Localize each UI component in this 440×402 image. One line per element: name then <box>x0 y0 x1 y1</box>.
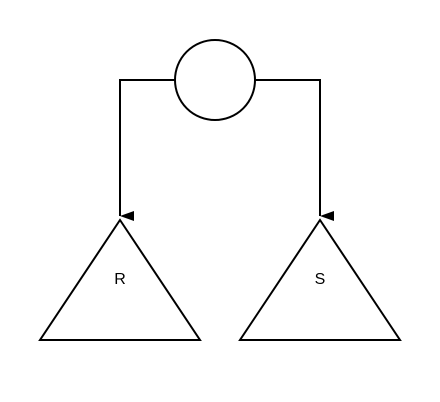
subtree-s-triangle <box>238 218 402 341</box>
subtree-r-label: R <box>114 271 126 288</box>
edge-root-to-s <box>255 79 334 221</box>
subtree-r-triangle <box>38 218 202 341</box>
root-node <box>174 39 256 121</box>
edge-root-to-r <box>119 79 175 221</box>
subtree-s-label: S <box>315 271 326 288</box>
